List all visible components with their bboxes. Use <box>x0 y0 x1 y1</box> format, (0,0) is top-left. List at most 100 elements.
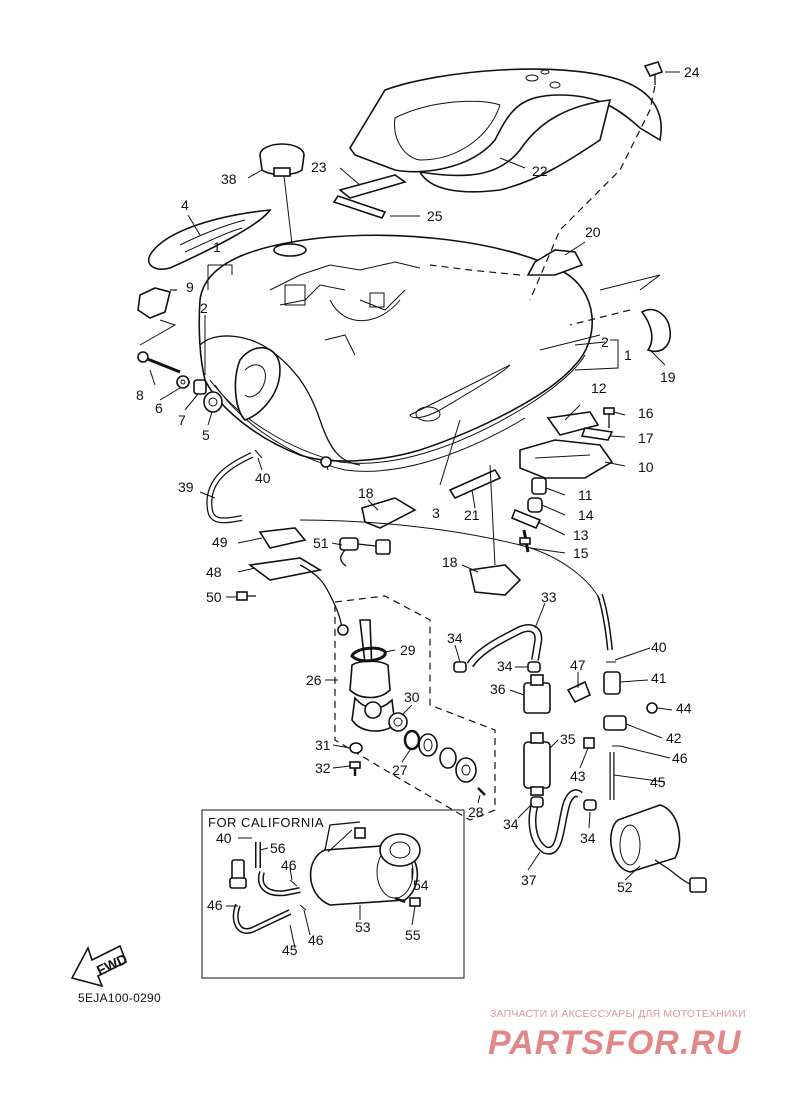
bracket-part-12 <box>546 411 600 436</box>
callout-19: 19 <box>660 369 676 385</box>
callout-14: 14 <box>578 507 594 523</box>
callout-10: 10 <box>638 459 654 475</box>
california-box <box>201 809 465 979</box>
callout-22: 22 <box>532 163 548 179</box>
callout-41: 41 <box>651 670 667 686</box>
callout-55: 55 <box>405 927 421 943</box>
connector-part-51 <box>339 537 391 567</box>
valve-part-41 <box>603 671 621 695</box>
callout-49: 49 <box>212 534 228 550</box>
fuel-cock-assembly-part-26 <box>334 595 496 821</box>
callout-25: 25 <box>427 208 443 224</box>
collar-part-7 <box>193 379 207 395</box>
callout-15: 15 <box>573 545 589 561</box>
callout-16: 16 <box>638 405 654 421</box>
bolt-part-15 <box>519 529 531 553</box>
collar-part-11 <box>531 477 547 495</box>
pad-part-18-upper <box>361 497 417 529</box>
clip-part-44 <box>646 702 658 714</box>
callout-39: 39 <box>178 479 194 495</box>
clamp-part-34-a <box>453 661 467 673</box>
callout-46-cal-b: 46 <box>207 897 223 913</box>
pad-part-19 <box>640 308 672 352</box>
sender-plate-part-49 <box>258 527 307 549</box>
callout-34-c: 34 <box>503 816 519 832</box>
callout-labels: 1 1 2 2 3 4 5 6 7 8 9 10 11 12 13 14 15 … <box>136 64 700 958</box>
callout-45-right: 45 <box>650 774 666 790</box>
watermark-brand-logo: PARTSFOR.RU <box>488 1024 742 1062</box>
callout-34-d: 34 <box>580 830 596 846</box>
screw-part-16 <box>603 407 615 428</box>
callout-35: 35 <box>560 731 576 747</box>
fuel-tank-part-1 <box>198 234 593 472</box>
callout-3: 3 <box>432 505 440 521</box>
bolt-part-8 <box>137 351 181 374</box>
callout-1-left: 1 <box>213 239 221 255</box>
callout-44: 44 <box>676 700 692 716</box>
callout-27: 27 <box>392 762 408 778</box>
callout-40-upper: 40 <box>255 470 271 486</box>
callout-11: 11 <box>578 487 593 503</box>
callout-24: 24 <box>684 64 700 80</box>
callout-38: 38 <box>221 171 237 187</box>
watermark-tagline: ЗАПЧАСТИ И АКСЕССУАРЫ ДЛЯ МОТОТЕХНИКИ <box>490 1008 746 1020</box>
clamp-part-34-b <box>527 661 541 673</box>
clip-part-42 <box>603 715 627 731</box>
screw-part-24 <box>643 61 664 85</box>
o-ring-part-27 <box>403 729 421 751</box>
callout-2-right: 2 <box>601 334 609 350</box>
callout-45-cal: 45 <box>282 942 298 958</box>
leader-lines <box>139 71 680 949</box>
screw-part-43 <box>583 737 595 749</box>
screw-part-50 <box>236 591 256 601</box>
callout-9: 9 <box>186 279 194 295</box>
callout-5: 5 <box>202 427 210 443</box>
callout-56: 56 <box>270 840 286 856</box>
callout-53: 53 <box>355 919 371 935</box>
screw-part-32 <box>349 761 361 776</box>
clamp-part-34-d <box>583 799 597 811</box>
callout-23: 23 <box>311 159 327 175</box>
callout-18-upper: 18 <box>358 485 374 501</box>
callout-17: 17 <box>638 430 654 446</box>
callout-8: 8 <box>136 387 144 403</box>
callout-52: 52 <box>617 879 633 895</box>
fuel-hose-part-33 <box>466 624 543 668</box>
callout-30: 30 <box>404 689 420 705</box>
callout-46-cal-c: 46 <box>308 932 324 948</box>
callout-37: 37 <box>521 872 537 888</box>
clamp-part-40-upper <box>254 449 263 459</box>
callout-31: 31 <box>315 737 331 753</box>
bracket-part-20 <box>526 249 584 276</box>
callout-21: 21 <box>464 507 480 523</box>
screw-part-28 <box>477 787 486 796</box>
bracket-part-47 <box>566 680 592 704</box>
callout-7: 7 <box>178 412 186 428</box>
fwd-arrow-icon: FWD <box>70 944 130 988</box>
damper-part-14 <box>527 497 543 513</box>
emblem-part-4 <box>148 209 272 270</box>
washer-part-6 <box>176 375 190 389</box>
plate-part-17 <box>580 427 614 441</box>
strip-part-25 <box>332 195 387 219</box>
fuel-filter-part-35 <box>523 732 551 796</box>
strip-part-21 <box>448 468 502 500</box>
sender-unit-part-48 <box>247 557 349 636</box>
callout-1-right: 1 <box>624 347 632 363</box>
callout-6: 6 <box>155 400 163 416</box>
plate-part-10 <box>519 439 614 479</box>
california-box-label: FOR CALIFORNIA <box>208 815 325 830</box>
callout-13: 13 <box>573 527 589 543</box>
fuel-pump-part-36 <box>523 674 551 714</box>
callout-43: 43 <box>570 768 586 784</box>
callout-26: 26 <box>306 672 322 688</box>
tank-cover-part-22 <box>349 68 662 193</box>
collar-part-13 <box>510 508 542 530</box>
breather-hose-part-39 <box>206 452 254 524</box>
callout-29: 29 <box>400 642 416 658</box>
gasket-part-30 <box>388 712 408 732</box>
callout-4: 4 <box>181 197 189 213</box>
strip-part-23 <box>338 174 407 199</box>
callout-47: 47 <box>570 657 586 673</box>
